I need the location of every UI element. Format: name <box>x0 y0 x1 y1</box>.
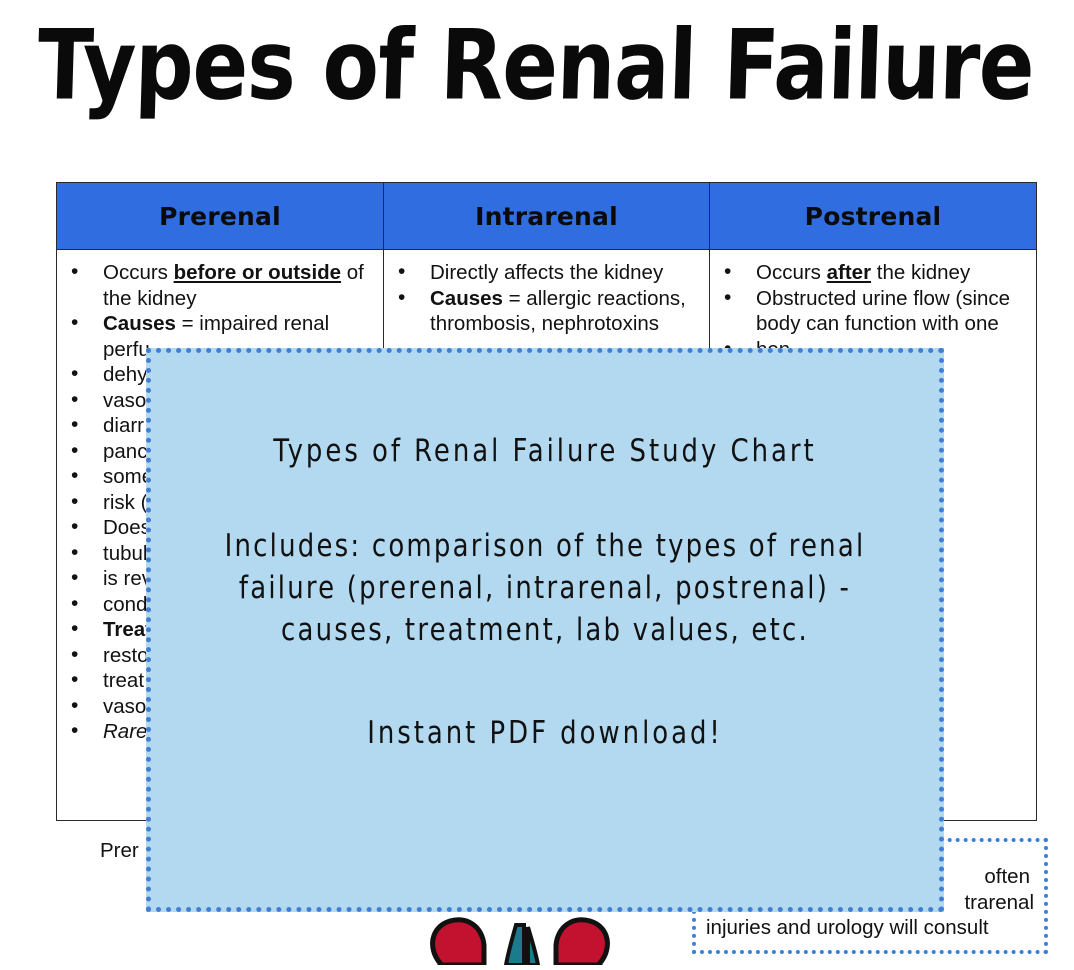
list-item: Does <box>71 514 375 541</box>
list-item: Directly affects the kidney <box>398 259 701 286</box>
list-item: is rev <box>71 565 375 592</box>
list-item: some <box>71 463 375 490</box>
list-item: Causes = allergic reactions, thrombosis,… <box>398 285 701 337</box>
list-item: cond <box>71 591 375 618</box>
list-item: dehy <box>71 361 375 388</box>
page-title: Types of Renal Failure <box>35 10 1036 123</box>
list-item: risk ( <box>71 489 375 516</box>
column-header-intrarenal: Intrarenal <box>383 182 710 250</box>
list-item: Treat <box>71 616 375 643</box>
list-item: treat <box>71 667 375 694</box>
intrarenal-bullet-list: Directly affects the kidneyCauses = alle… <box>390 259 701 337</box>
note-line-1: often <box>984 865 1030 888</box>
list-item: resto <box>71 642 375 669</box>
list-item: Occurs before or outside of the kidney <box>71 259 375 311</box>
prerenal-bullet-list: Occurs before or outside of the kidneyCa… <box>63 259 375 745</box>
column-header-postrenal: Postrenal <box>709 182 1037 250</box>
column-header-prerenal: Prerenal <box>56 182 384 250</box>
list-item: vasoc <box>71 387 375 414</box>
list-item: diarr <box>71 412 375 439</box>
list-item: vasop <box>71 693 375 720</box>
list-item: panc <box>71 438 375 465</box>
list-item: tubul <box>71 540 375 567</box>
list-item: Obstructed urine flow (since body can fu… <box>724 285 1028 337</box>
bottom-caption: Prer <box>100 839 139 862</box>
list-item: Causes = impaired renal perfu <box>71 310 375 362</box>
promo-overlay-panel[interactable]: Types of Renal Failure Study Chart Inclu… <box>146 348 944 912</box>
table-header-row: Prerenal Intrarenal Postrenal <box>56 182 1037 250</box>
note-line-2: trarenal <box>964 890 1034 914</box>
kidney-illustration-icon <box>420 905 620 968</box>
promo-body: Includes: comparison of the types of ren… <box>224 528 866 648</box>
promo-cta: Instant PDF download! <box>367 715 723 751</box>
promo-heading: Types of Renal Failure Study Chart <box>273 433 817 469</box>
list-item: Rarel <box>71 718 375 745</box>
list-item: Occurs after the kidney <box>724 259 1028 286</box>
note-line-3: injuries and urology will consult <box>706 916 989 939</box>
